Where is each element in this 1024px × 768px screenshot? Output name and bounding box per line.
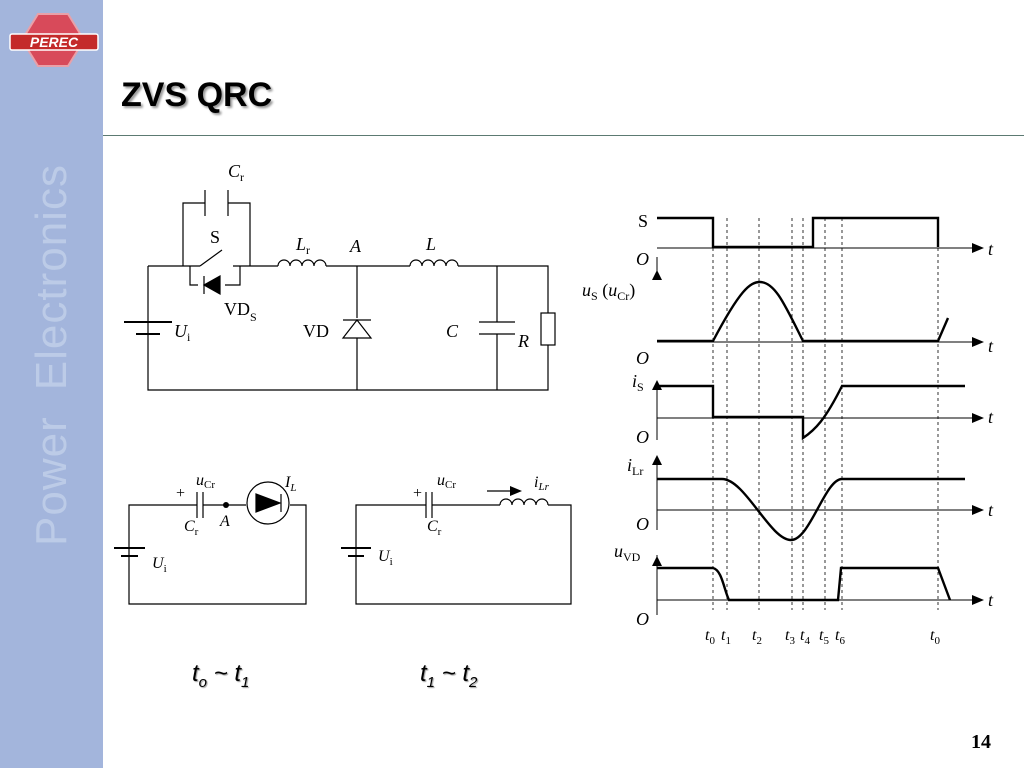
perec-logo: PEREC xyxy=(9,13,99,67)
label-l: L xyxy=(425,234,436,254)
title-divider xyxy=(103,135,1024,136)
wave-t-5: t xyxy=(988,590,994,610)
wave-label-s: S xyxy=(638,211,648,231)
time-mark-t1: t1 xyxy=(721,627,731,647)
trace-uvd xyxy=(657,566,952,602)
sub2-plus: + xyxy=(413,485,422,502)
time-gridlines xyxy=(712,218,939,610)
wave-t-4: t xyxy=(988,500,994,520)
label-r: R xyxy=(517,331,529,351)
wave-t-2: t xyxy=(988,336,994,356)
sub1-label-ucr: uCr xyxy=(196,472,215,491)
wave-origin-5: O xyxy=(636,609,649,629)
node-a-dot xyxy=(223,502,229,508)
sub2-label-ilr: iLr xyxy=(534,474,550,493)
wave-label-ilr: iLr xyxy=(627,455,643,478)
time-mark-t2: t2 xyxy=(752,627,762,647)
waveform-axes xyxy=(656,247,972,615)
axis-arrows xyxy=(652,243,984,605)
sub1-label-ui: Ui xyxy=(152,555,167,575)
wave-origin-3: O xyxy=(636,427,649,447)
time-mark-t0-end: t0 xyxy=(930,627,940,647)
label-node-a: A xyxy=(349,236,362,256)
sub1-label-a: A xyxy=(219,513,230,530)
sub-circuit-t0-t1 xyxy=(114,481,307,605)
main-circuit xyxy=(124,190,556,391)
waveform-diagram: S O O O O O t t t t t uS (uCr) iS iLr uV… xyxy=(582,211,994,647)
time-mark-t4: t4 xyxy=(800,627,810,647)
wave-origin-2: O xyxy=(636,348,649,368)
label-c: C xyxy=(446,321,459,341)
sidebar: PEREC PowerElectronics xyxy=(0,0,103,768)
waveform-traces xyxy=(657,216,965,602)
sub1-label-il: IL xyxy=(284,474,296,494)
time-mark-t3: t3 xyxy=(785,627,795,647)
label-switch-s: S xyxy=(210,227,220,247)
caption-t1-t2: t1 ~ t2 xyxy=(420,660,478,691)
wave-t-1: t xyxy=(988,239,994,259)
label-vds: VDS xyxy=(224,299,257,324)
trace-us xyxy=(657,280,950,343)
sub-circuit-t1-t2 xyxy=(341,490,572,605)
sub2-label-ui: Ui xyxy=(378,548,393,568)
sub2-label-cr: Cr xyxy=(427,518,442,538)
page-number: 14 xyxy=(971,731,991,753)
trace-is xyxy=(657,384,965,441)
trace-ilr xyxy=(657,477,965,542)
label-ui: Ui xyxy=(174,321,191,344)
logo-text: PEREC xyxy=(30,34,79,50)
time-mark-t5: t5 xyxy=(819,627,829,647)
label-vd: VD xyxy=(303,321,329,341)
time-mark-t6: t6 xyxy=(835,627,845,647)
current-arrow-icon xyxy=(510,486,522,496)
wave-origin-4: O xyxy=(636,514,649,534)
wave-label-is: iS xyxy=(632,371,644,394)
slide-title: ZVS QRC xyxy=(121,76,273,114)
label-lr: Lr xyxy=(295,234,310,257)
sub1-label-cr: Cr xyxy=(184,518,199,538)
label-cr: Cr xyxy=(228,161,244,184)
wave-t-3: t xyxy=(988,407,994,427)
wave-origin-1: O xyxy=(636,249,649,269)
trace-s xyxy=(657,216,940,249)
time-mark-t0: t0 xyxy=(705,627,715,647)
wave-label-us: uS (uCr) xyxy=(582,280,635,303)
sub1-plus: + xyxy=(176,485,185,502)
caption-t0-t1: to ~ t1 xyxy=(192,660,250,691)
wave-label-uvd: uVD xyxy=(614,541,641,564)
sub2-label-ucr: uCr xyxy=(437,472,456,491)
